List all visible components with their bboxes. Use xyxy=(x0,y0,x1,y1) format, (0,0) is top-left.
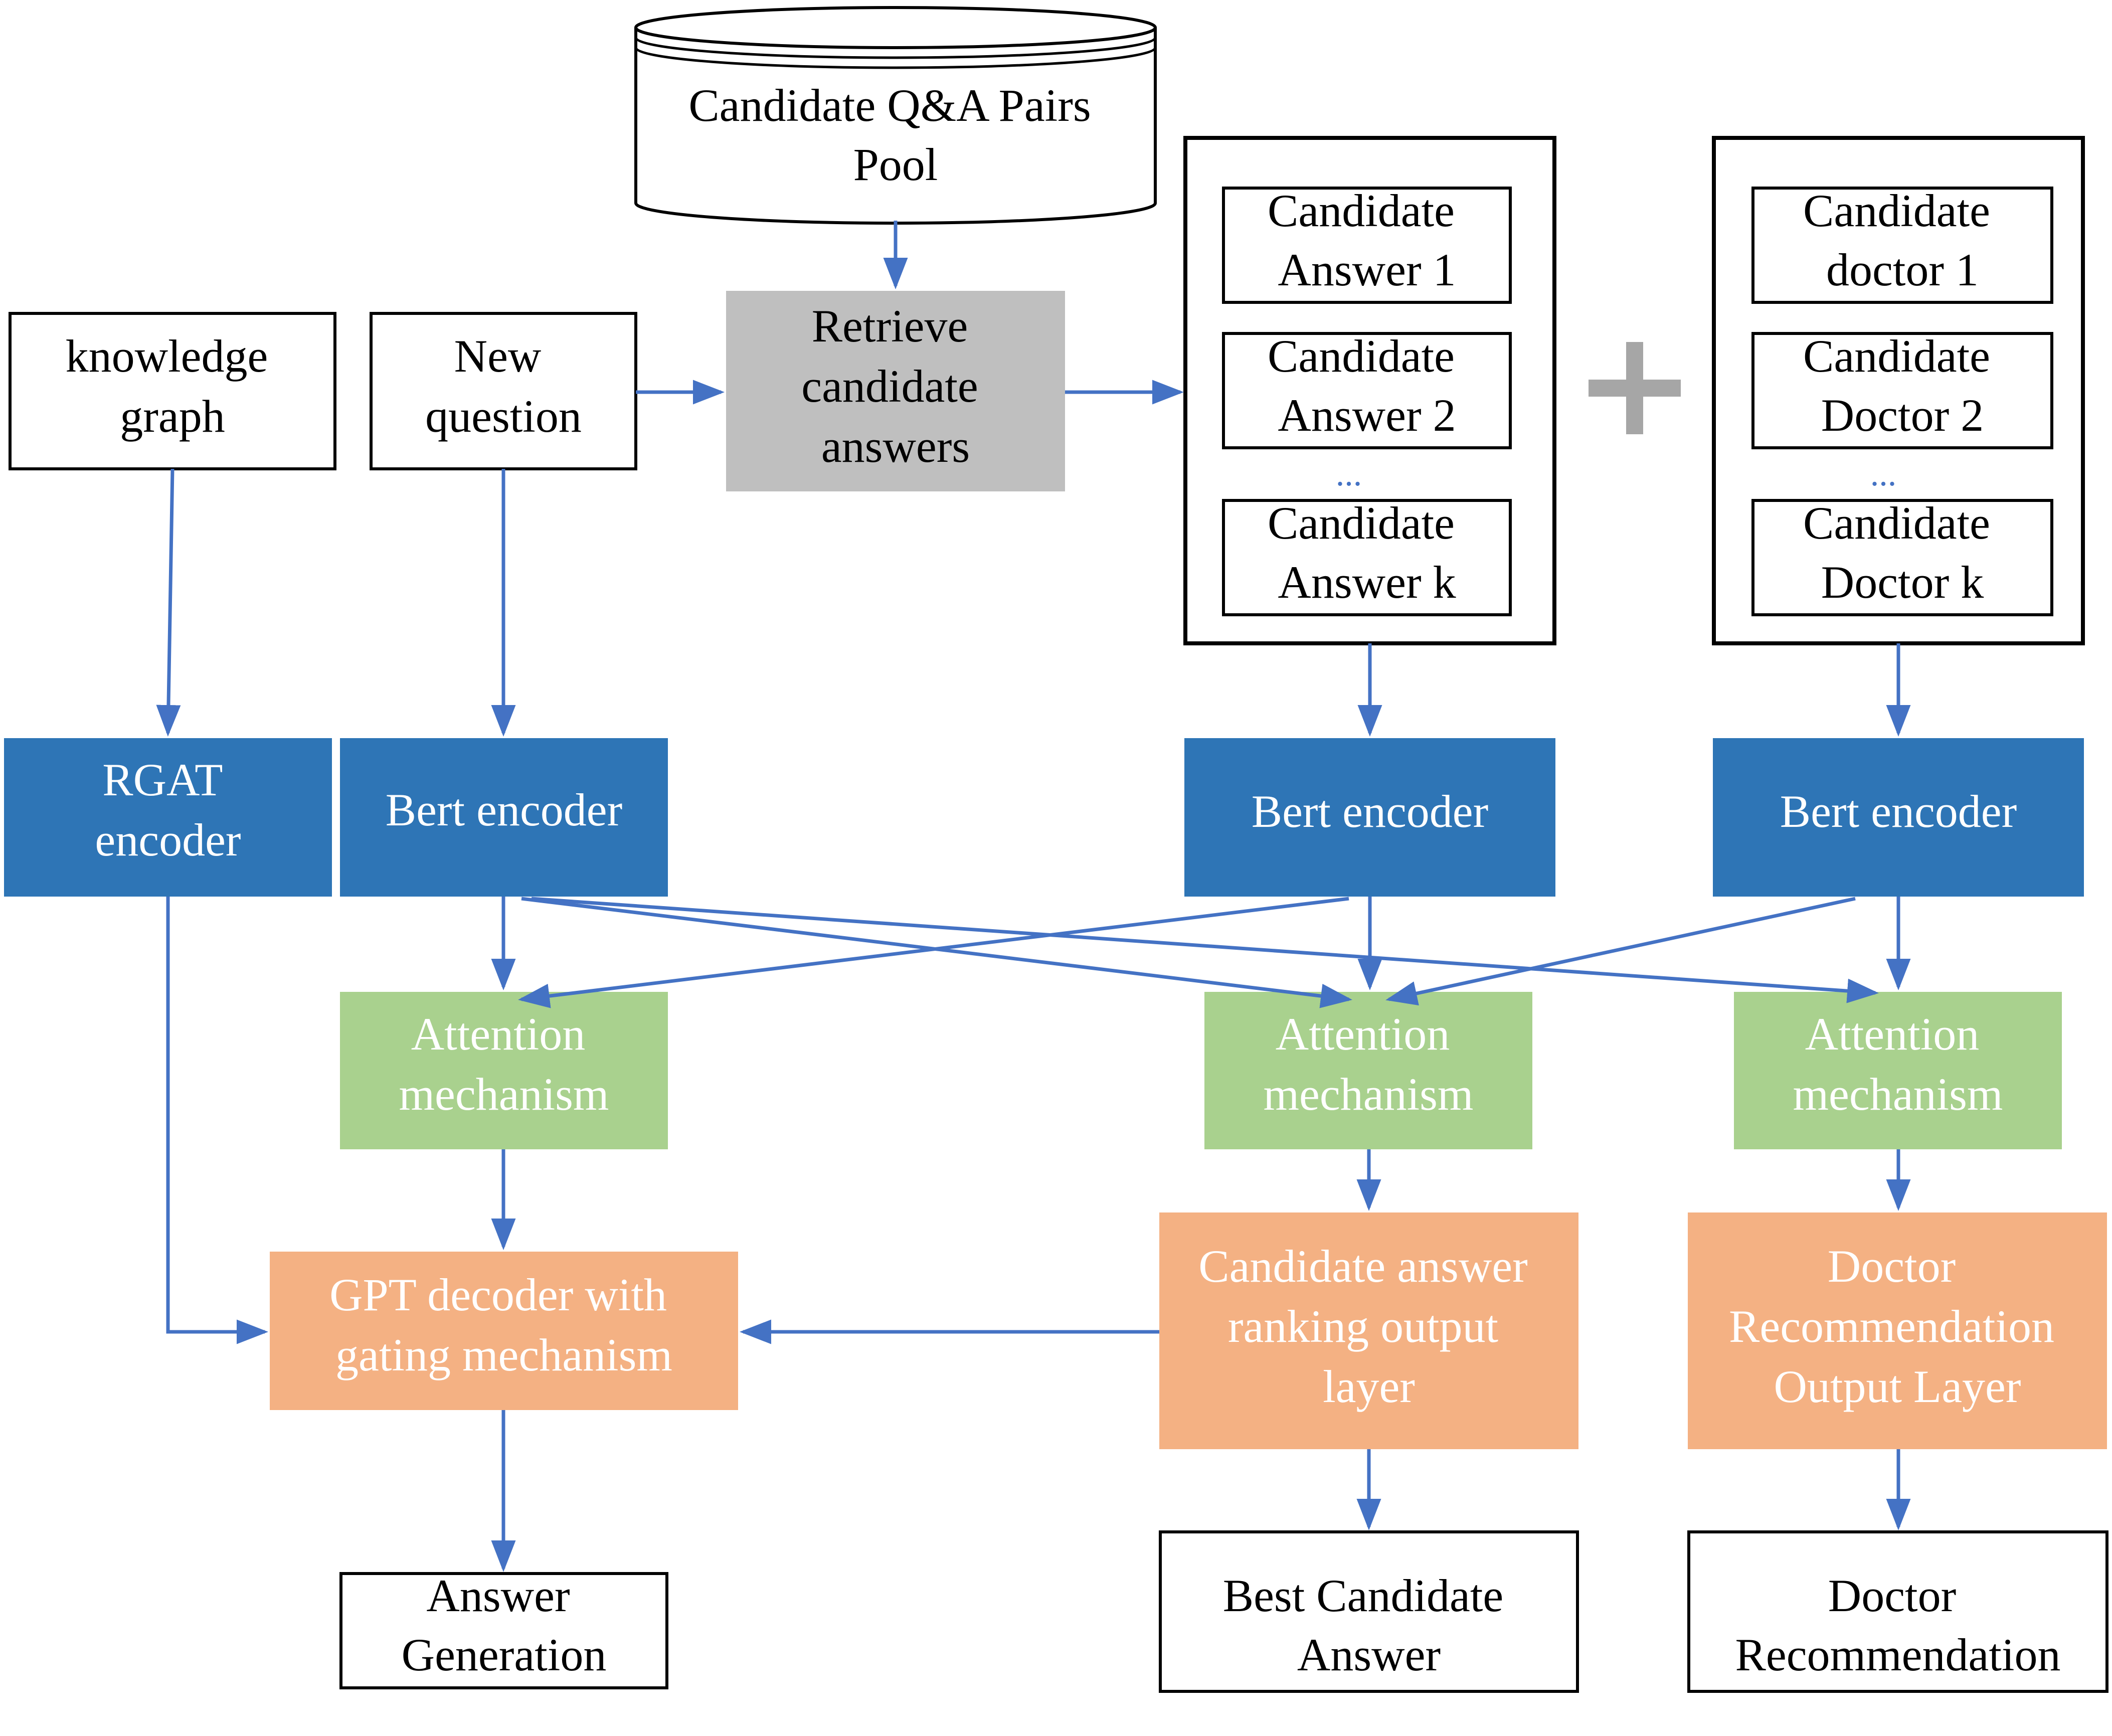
pool-label: Candidate Q&A Pairs Pool xyxy=(688,80,1102,190)
knowledge-graph-label: knowledge graph xyxy=(66,330,280,442)
candidate-doctor-k-box: Candidate Doctor k xyxy=(1751,497,2053,616)
svg-text:Bert encoder: Bert encoder xyxy=(386,784,623,835)
bert-encoder-question-box: Bert encoder xyxy=(340,738,668,897)
svg-text:Attention mechanism: Attention mechanism xyxy=(1264,1008,1474,1120)
svg-text:Candidate Answer k: Candidate Answer k xyxy=(1268,497,1466,608)
arrow-bertq-to-attn-mid xyxy=(521,897,1352,1008)
bert-encoder-doctors-box: Bert encoder xyxy=(1713,738,2084,897)
svg-text:Candidate Answer 1: Candidate Answer 1 xyxy=(1268,185,1466,295)
svg-text:Candidate doctor 1: Candidate doctor 1 xyxy=(1803,185,2002,295)
connectors xyxy=(156,221,1911,1572)
svg-text:Attention mechanism: Attention mechanism xyxy=(1793,1008,2003,1120)
svg-text:Doctor Recommendation: Doctor Recommendation Output Layer xyxy=(1729,1241,2066,1412)
bert-encoder-answers-box: Bert encoder xyxy=(1184,738,1555,897)
arrow-bertd-to-attn-mid xyxy=(1385,897,1856,1006)
plus-icon xyxy=(1589,342,1681,434)
candidate-doctor-ellipsis: ... xyxy=(1870,455,1897,493)
candidate-doctor-2-box: Candidate Doctor 2 xyxy=(1751,330,2053,449)
candidate-answers-container: Candidate Answer 1 Candidate Answer 2 ..… xyxy=(1183,136,1556,645)
candidate-answer-2-box: Candidate Answer 2 xyxy=(1222,330,1512,449)
svg-text:Candidate Doctor k: Candidate Doctor k xyxy=(1803,497,2002,608)
svg-text:Doctor Recommendation: Doctor Recommendation xyxy=(1735,1570,2061,1680)
knowledge-graph-box: knowledge graph xyxy=(9,312,336,470)
doctor-output-layer-box: Doctor Recommendation Output Layer xyxy=(1688,1212,2107,1449)
best-candidate-answer-box: Best Candidate Answer xyxy=(1159,1530,1579,1693)
retrieve-candidate-answers-box: Retrieve candidate answers xyxy=(726,291,1065,491)
svg-text:RGAT encoder: RGAT encoder xyxy=(95,754,241,865)
svg-text:Answer Generation: Answer Generation xyxy=(402,1570,607,1680)
attention-left-box: Attention mechanism xyxy=(340,992,668,1149)
svg-text:Bert encoder: Bert encoder xyxy=(1780,786,2017,837)
svg-text:Attention mechanism: Attention mechanism xyxy=(399,1008,609,1120)
gpt-decoder-box: GPT decoder with gating mechanism xyxy=(270,1252,738,1410)
candidate-answer-1-box: Candidate Answer 1 xyxy=(1222,185,1512,304)
doctor-recommendation-box: Doctor Recommendation xyxy=(1687,1530,2108,1693)
svg-text:GPT decoder with gating: GPT decoder with gating mechanism xyxy=(329,1269,678,1380)
arrow-rgat-to-gpt xyxy=(166,897,268,1344)
candidate-doctor-1-box: Candidate doctor 1 xyxy=(1751,185,2053,304)
svg-text:Candidate answer ranking: Candidate answer ranking output layer xyxy=(1198,1241,1539,1412)
ranking-output-layer-box: Candidate answer ranking output layer xyxy=(1159,1212,1578,1449)
retrieve-label: Retrieve candidate answers xyxy=(801,300,989,472)
rgat-encoder-box: RGAT encoder xyxy=(4,738,332,897)
qa-pairs-pool-database: Candidate Q&A Pairs Pool xyxy=(634,6,1157,225)
candidate-doctors-container: Candidate doctor 1 Candidate Doctor 2 ..… xyxy=(1712,136,2085,645)
attention-mid-box: Attention mechanism xyxy=(1204,992,1532,1149)
svg-text:Best Candidate Answer: Best Candidate Answer xyxy=(1223,1570,1515,1680)
new-question-box: New question xyxy=(370,312,637,470)
candidate-answer-k-box: Candidate Answer k xyxy=(1222,497,1512,616)
svg-text:Candidate Doctor 2: Candidate Doctor 2 xyxy=(1803,330,2002,441)
arrow-kg-to-rgat xyxy=(156,468,181,737)
arrow-bertq-to-attn-right xyxy=(531,897,1879,1003)
answer-generation-box: Answer Generation xyxy=(339,1570,668,1689)
svg-text:Candidate Answer 2: Candidate Answer 2 xyxy=(1268,330,1466,441)
attention-right-box: Attention mechanism xyxy=(1734,992,2062,1149)
new-question-label: New question xyxy=(425,330,582,442)
candidate-answer-ellipsis: ... xyxy=(1336,455,1362,493)
svg-text:Bert encoder: Bert encoder xyxy=(1252,786,1489,837)
